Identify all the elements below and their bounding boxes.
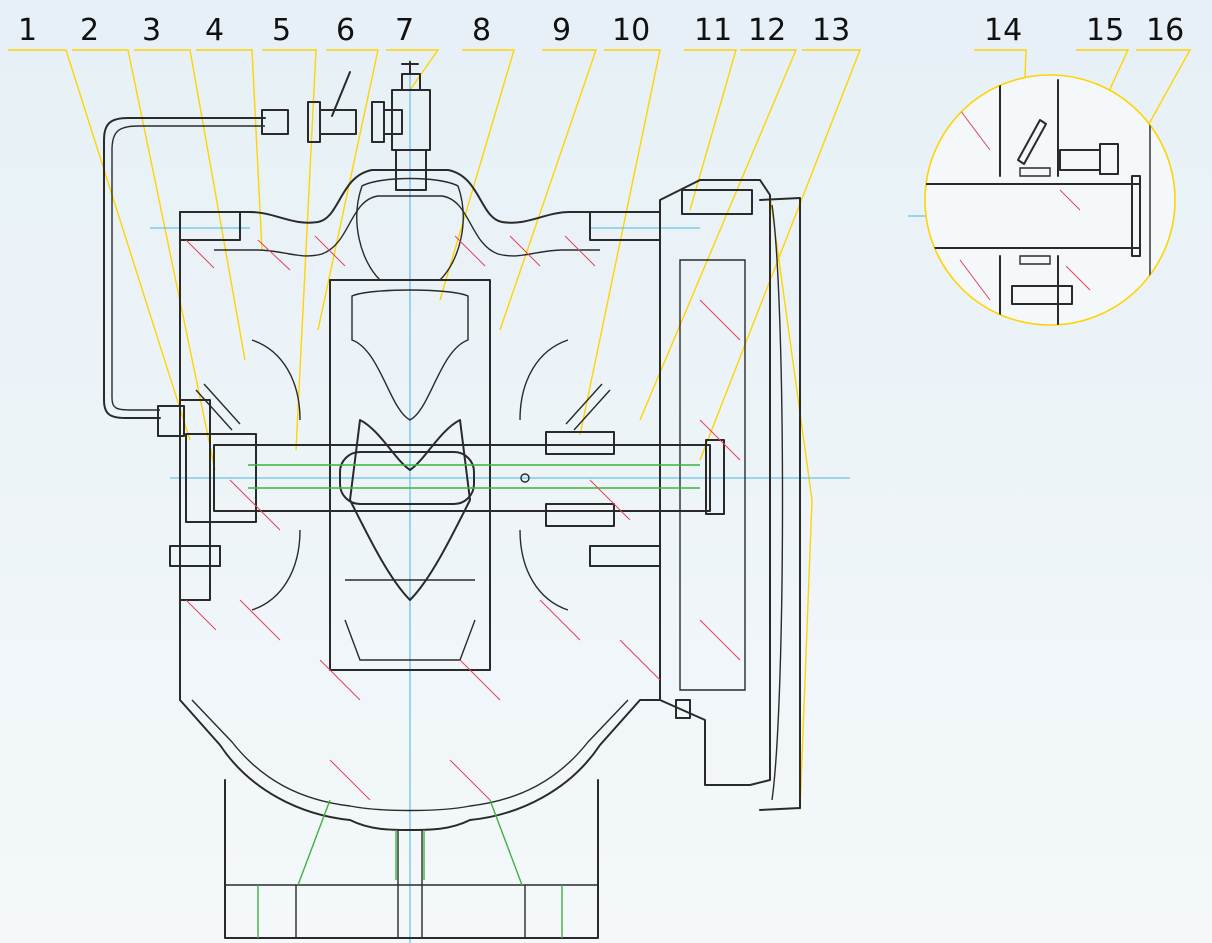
callout-12: 12	[748, 13, 786, 48]
callout-15: 15	[1086, 13, 1124, 48]
callout-2: 2	[80, 13, 99, 48]
shaft	[213, 431, 725, 527]
callout-6: 6	[336, 13, 355, 48]
callout-7: 7	[395, 13, 414, 48]
pump-casing	[179, 169, 801, 939]
support-ribs	[257, 799, 563, 938]
bolts	[169, 189, 753, 719]
callout-14: 14	[984, 13, 1022, 48]
flush-pipe-assembly	[103, 61, 431, 437]
callout-13: 13	[812, 13, 850, 48]
callout-8: 8	[472, 13, 491, 48]
callout-10: 10	[612, 13, 650, 48]
callout-5: 5	[272, 13, 291, 48]
callout-9: 9	[552, 13, 571, 48]
section-hatching	[185, 235, 741, 801]
callout-11: 11	[694, 13, 732, 48]
callout-labels-main: 1 2 3 4 5 6 7 8 9 10 11 12 13	[18, 13, 850, 48]
callout-labels-detail: 14 15 16	[984, 13, 1184, 48]
detail-view-seal	[924, 74, 1176, 326]
callout-16: 16	[1146, 13, 1184, 48]
callout-3: 3	[142, 13, 161, 48]
callout-1: 1	[18, 13, 37, 48]
callout-4: 4	[205, 13, 224, 48]
